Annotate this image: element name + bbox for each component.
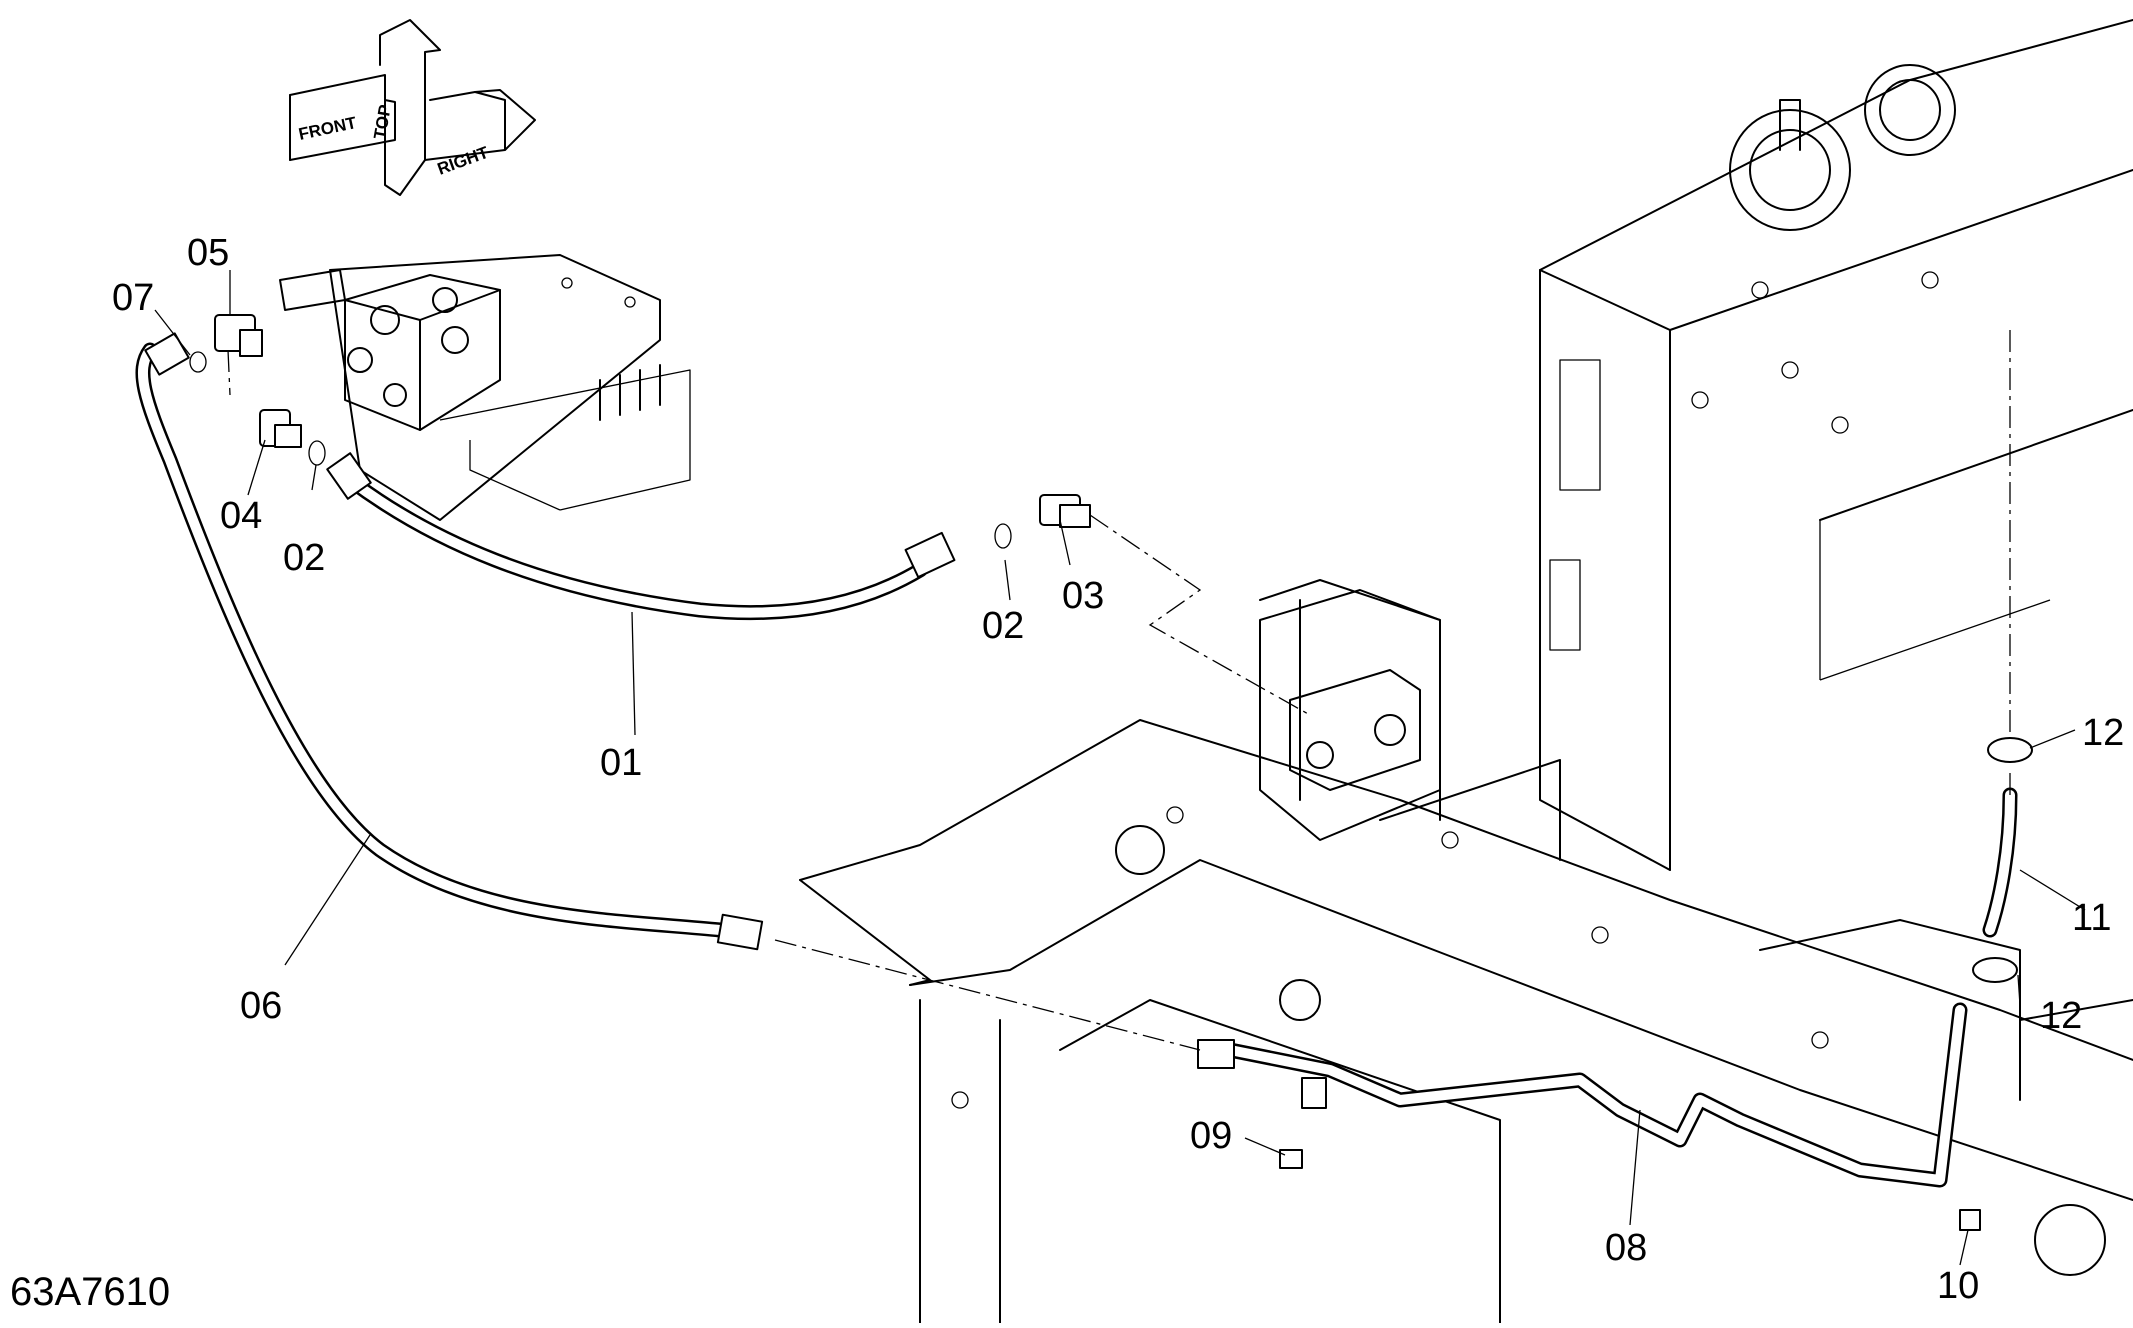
clamps-12 [1972, 737, 2033, 983]
front-label: FRONT [297, 113, 359, 144]
right-label: RIGHT [435, 143, 492, 179]
callout-10: 10 [1937, 1265, 1979, 1307]
hose-01 [326, 452, 956, 621]
main-frame [799, 579, 2133, 1324]
callout-01: 01 [600, 742, 642, 784]
elbow-04 [259, 409, 302, 448]
top-label: TOP [370, 103, 395, 140]
callout-03: 03 [1062, 575, 1104, 617]
callout-12-bottom: 12 [2040, 995, 2082, 1037]
leader-lines [154, 270, 2086, 1266]
callouts: 01 02 02 03 04 05 07 06 08 09 10 11 12 1… [112, 232, 2124, 1307]
drawing-code: 63A7610 [10, 1270, 170, 1314]
pipe-08 [1197, 1002, 1968, 1188]
callout-11: 11 [2072, 897, 2111, 939]
orientation-indicator: FRONT TOP RIGHT [289, 19, 536, 196]
callout-09: 09 [1190, 1115, 1232, 1157]
callout-08: 08 [1605, 1227, 1647, 1269]
elbow-03 [1039, 494, 1091, 528]
callout-06: 06 [240, 985, 282, 1027]
bolt-10 [1959, 1209, 1981, 1231]
elbow-05 [214, 314, 263, 357]
callout-02-left: 02 [283, 537, 325, 579]
hose-06 [135, 332, 764, 951]
bolt-09 [1279, 1077, 1327, 1169]
callout-12-top: 12 [2082, 712, 2124, 754]
o-rings [189, 351, 1012, 549]
callout-02-right: 02 [982, 605, 1024, 647]
callout-07: 07 [112, 277, 154, 319]
callout-05: 05 [187, 232, 229, 274]
tank-frame [1539, 19, 2133, 871]
hose-11 [1982, 787, 2018, 938]
assembly-lines [227, 349, 2011, 1051]
callout-04: 04 [220, 495, 262, 537]
swivel-joint [1259, 589, 1441, 841]
